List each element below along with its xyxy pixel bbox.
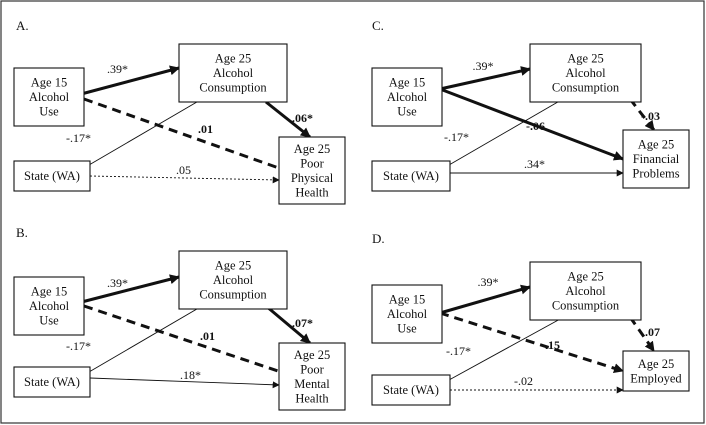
panel-a-outcome-label-line: Physical [291, 171, 334, 185]
panel-c-predictor-box [371, 67, 443, 127]
panel-b-state-mediator-coefficient: -.17* [66, 339, 91, 353]
panel-d-mediator-box [529, 261, 642, 321]
panel-d-path-b-coefficient: .07 [645, 325, 660, 339]
panel-d-covariate-box [371, 374, 451, 406]
panel-b-predictor-box [13, 276, 85, 336]
panel-b-predictor-label-line: Age 15 [31, 285, 67, 299]
panel-d-path-b-arrow [628, 316, 656, 352]
panel-b-state-outcome-arrow [89, 377, 280, 389]
panel-b-outcome-label-line: Poor [300, 362, 324, 376]
panel-d-predictor-label-line: Use [397, 322, 417, 336]
panel-c-predictor-label-line: Age 15 [389, 76, 425, 90]
panel-b-state-outcome-coefficient: .18* [180, 368, 201, 382]
panel-a-state-mediator-coefficient: -.17* [66, 131, 91, 145]
panel-d-path-a-arrow [439, 284, 531, 315]
panel-a-state-outcome-coefficient: .05 [176, 163, 191, 177]
panel-b-path-a-arrow [69, 274, 180, 307]
panel-a-mediator-box [178, 43, 288, 103]
panel-c-path-c-arrow [439, 87, 624, 161]
panel-b-label: B. [16, 225, 28, 240]
panel-c-predictor-label-line: Alcohol [387, 90, 428, 104]
panel-a-path-b-arrow [265, 100, 311, 139]
panel-d-state-outcome-coefficient: -.02 [514, 374, 533, 388]
panel-b-path-c-arrow [83, 304, 291, 377]
panel-d-path-c-arrow [439, 311, 624, 374]
panel-a-path-c-coefficient: .01 [198, 122, 213, 136]
panel-b-path-b-coefficient: .07* [292, 316, 313, 330]
panel-c-outcome-label-line: Financial [633, 152, 680, 166]
panel-b-outcome-box [278, 342, 346, 411]
panel-c-state-outcome-coefficient: .34* [524, 157, 545, 171]
panel-c-mediator-label-line: Consumption [552, 81, 620, 95]
panel-c-path-c-coefficient: -.06 [526, 119, 545, 133]
panel-a-predictor-label-line: Age 15 [31, 76, 67, 90]
panel-c-path-b-arrow [628, 98, 656, 131]
panel-c-path-a-coefficient: .39* [473, 59, 494, 73]
panel-d-mediator-label-line: Consumption [552, 299, 620, 313]
panel-a-mediator-label-line: Alcohol [213, 66, 254, 80]
panel-a-predictor-label-line: Alcohol [29, 90, 70, 104]
panel-d-predictor-box [371, 284, 443, 344]
panel-d-mediator-label-line: Age 25 [567, 270, 603, 284]
panel-d-covariate-label-line: State (WA) [383, 383, 439, 397]
panel-d-state-mediator-coefficient: -.17* [446, 344, 471, 358]
panel-d-outcome-label-line: Employed [630, 371, 682, 385]
panel-d-outcome-label-line: Age 25 [638, 357, 674, 371]
panel-c-mediator-label-line: Age 25 [567, 52, 603, 66]
panel-a-outcome-label-line: Poor [300, 156, 324, 170]
panel-a-outcome-label-line: Age 25 [294, 142, 330, 156]
panel-a-path-b-coefficient: .06* [292, 111, 313, 125]
panel-d-mediator-label-line: Alcohol [565, 284, 606, 298]
panel-b-predictor-label-line: Use [39, 314, 59, 328]
panel-c-outcome-label-line: Age 25 [638, 138, 674, 152]
panel-d-path-c-coefficient: .15 [545, 338, 560, 352]
panel-c-path-b-coefficient: -.03 [641, 109, 660, 123]
panel-b-outcome-label-line: Health [295, 391, 329, 405]
panel-c-label: C. [372, 18, 384, 33]
panel-c-outcome-label-line: Problems [632, 167, 679, 181]
panel-d-path-a-coefficient: .39* [478, 275, 499, 289]
panel-c-state-mediator-coefficient: -.17* [444, 130, 469, 144]
panel-b-mediator-label-line: Age 25 [215, 259, 251, 273]
panel-a-predictor-label-line: Use [39, 105, 59, 119]
panel-c-path-a-arrow [439, 66, 531, 91]
panel-a-path-a-coefficient: .39* [107, 62, 128, 76]
panel-b-covariate-label-line: State (WA) [24, 375, 80, 389]
panel-b-mediator-box [178, 250, 288, 310]
panel-b-path-b-arrow [265, 304, 311, 345]
panel-b-outcome-label-line: Mental [294, 377, 330, 391]
panel-b-outcome-label-line: Age 25 [294, 348, 330, 362]
panel-b-path-c-coefficient: .01 [200, 329, 215, 343]
panel-a-path-a-arrow [69, 65, 180, 99]
panel-b-mediator-label-line: Consumption [199, 288, 267, 302]
panel-b-mediator-label-line: Alcohol [213, 273, 254, 287]
panel-a-label: A. [16, 18, 29, 33]
panel-d-outcome-box [622, 350, 690, 392]
panel-a-covariate-label-line: State (WA) [24, 169, 80, 183]
panel-a-covariate-box [13, 160, 91, 192]
panel-d-predictor-label-line: Alcohol [387, 307, 428, 321]
panel-a-outcome-box [278, 136, 346, 205]
panel-c-predictor-label-line: Use [397, 105, 417, 119]
panel-a-path-c-arrow [83, 97, 291, 174]
panel-a-outcome-label-line: Health [295, 185, 329, 199]
panel-a-predictor-box [13, 67, 85, 127]
panel-c-outcome-box [622, 129, 690, 189]
panel-b-path-a-coefficient: .39* [107, 276, 128, 290]
panel-c-mediator-box [529, 43, 642, 103]
panel-a-mediator-label-line: Age 25 [215, 52, 251, 66]
panel-d-predictor-label-line: Age 15 [389, 293, 425, 307]
panel-c-covariate-box [371, 160, 451, 192]
panel-c-mediator-label-line: Alcohol [565, 66, 606, 80]
panel-c-covariate-label-line: State (WA) [383, 169, 439, 183]
panel-b-predictor-label-line: Alcohol [29, 299, 70, 313]
panel-a-state-outcome-arrow [89, 175, 280, 184]
panel-b-covariate-box [13, 366, 91, 398]
panel-a-mediator-label-line: Consumption [199, 81, 267, 95]
panel-d-label: D. [372, 231, 385, 246]
